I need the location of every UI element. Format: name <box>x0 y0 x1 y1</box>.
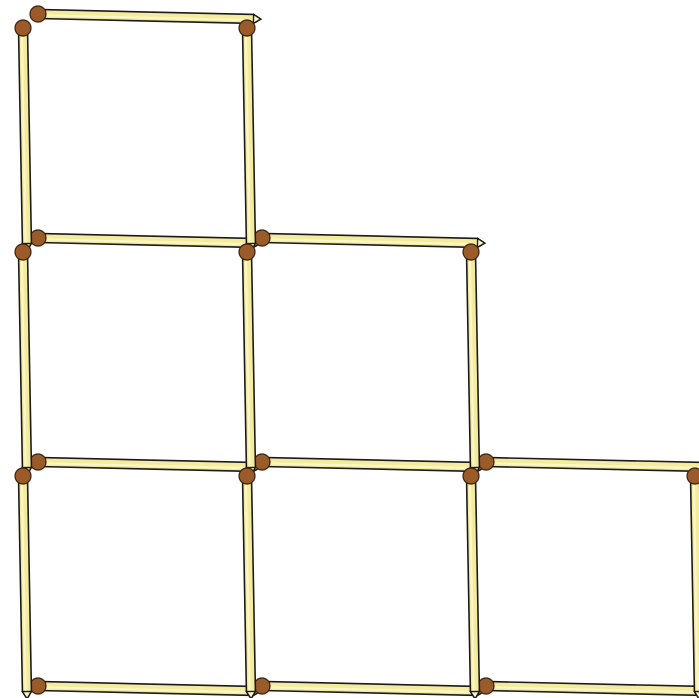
matchstick-head <box>254 230 270 246</box>
matchstick-horizontal <box>30 230 261 247</box>
matchstick-horizontal <box>30 678 261 695</box>
matchstick-horizontal <box>478 678 699 695</box>
matchstick-head <box>478 454 494 470</box>
matchstick-head <box>30 454 46 470</box>
matchstick-head <box>463 244 479 260</box>
matchstick-head <box>239 468 255 484</box>
matchstick-head <box>254 454 270 470</box>
matchstick-horizontal <box>254 230 485 247</box>
matchstick-vertical <box>463 468 479 698</box>
matchstick-horizontal <box>30 454 261 471</box>
matchstick-vertical <box>687 468 699 698</box>
matchstick-head <box>15 20 31 36</box>
matchstick-head <box>478 678 494 694</box>
matchstick-head <box>463 468 479 484</box>
matchstick-vertical <box>239 20 255 251</box>
matchstick-vertical <box>239 468 255 698</box>
matchstick-head <box>15 244 31 260</box>
matchstick-tail <box>470 691 479 698</box>
matchstick-head <box>239 244 255 260</box>
matchstick-head <box>30 678 46 694</box>
matchstick-horizontal <box>254 454 485 471</box>
matchstick-head <box>239 20 255 36</box>
matchstick-head <box>30 230 46 246</box>
matchstick-vertical <box>239 244 255 475</box>
matchstick-tail <box>246 691 255 698</box>
matchstick-tail <box>22 691 31 698</box>
matchstick-vertical <box>15 20 31 251</box>
matchstick-head <box>254 678 270 694</box>
matchstick-vertical <box>15 244 31 475</box>
matchstick-head <box>687 468 699 484</box>
matchstick-horizontal <box>478 454 699 471</box>
matchstick-head <box>15 468 31 484</box>
matchstick-horizontal <box>30 6 261 23</box>
matchstick-horizontal <box>254 678 485 695</box>
matchstick-head <box>30 6 46 22</box>
matchstick-vertical <box>15 468 31 698</box>
matchstick-vertical <box>463 244 479 475</box>
